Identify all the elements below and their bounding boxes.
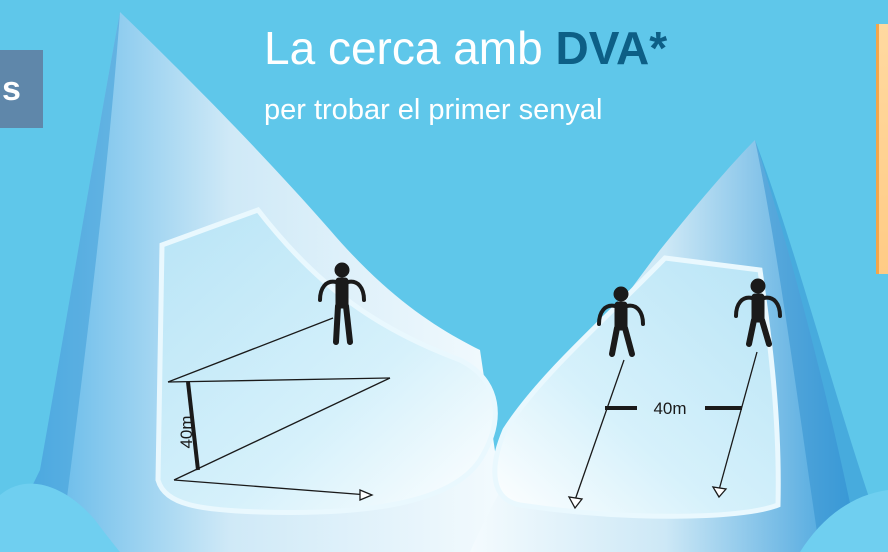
title-plain: La cerca amb <box>264 22 543 74</box>
left-search-field <box>155 207 498 515</box>
left-search-path <box>167 317 391 501</box>
left-mountain-shadow <box>0 12 120 552</box>
right-edge-panel <box>876 24 888 274</box>
right-distance-label: 40m <box>653 399 686 418</box>
searcher-figure-right <box>734 278 782 347</box>
left-distance-marker <box>186 381 200 471</box>
title-strong: DVA* <box>555 22 668 74</box>
searcher-figure-left <box>318 262 366 345</box>
right-search-field <box>492 255 781 519</box>
side-tab-label: s <box>2 70 21 108</box>
left-distance-label: 40m <box>177 415 196 448</box>
snow-wave-left <box>0 483 120 552</box>
right-mountain-shadow <box>755 140 888 552</box>
searcher-figure-middle <box>597 286 645 357</box>
snow-wave-right <box>800 490 888 552</box>
right-search-paths <box>567 351 758 510</box>
page-title: La cerca amb DVA* <box>264 20 734 76</box>
side-tab[interactable]: s <box>0 50 43 128</box>
page-subtitle: per trobar el primer senyal <box>264 94 603 126</box>
